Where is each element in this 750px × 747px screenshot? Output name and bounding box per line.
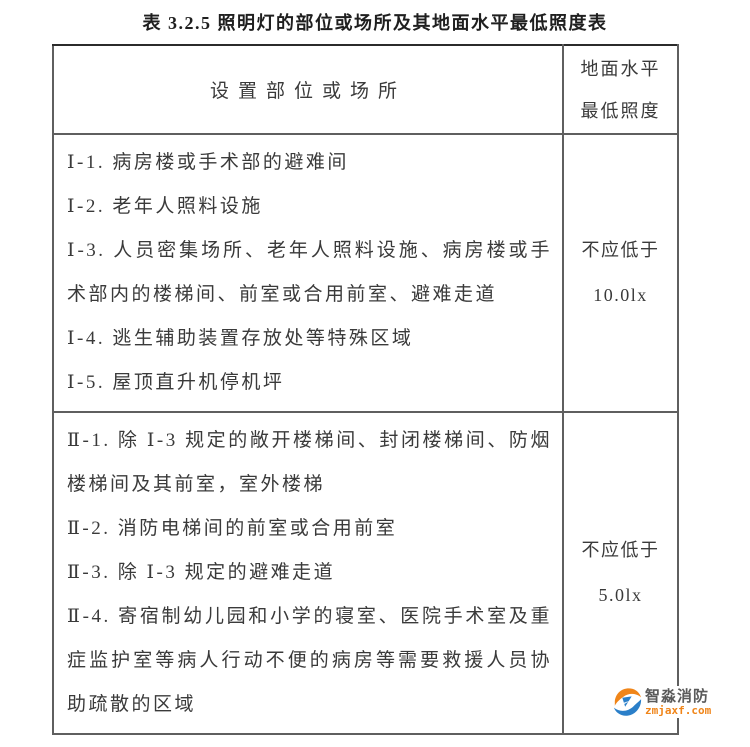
requirement-text: 不应低于 bbox=[581, 240, 660, 260]
watermark-logo-block: 智淼消防 zmjaxf.com bbox=[610, 686, 714, 718]
header-illuminance-cell: 地面水平 最低照度 bbox=[562, 44, 679, 135]
list-item: Ⅱ-3. 除 Ⅰ-3 规定的避难走道 bbox=[67, 562, 336, 583]
group-1-requirement-cell: 不应低于 10.0lx bbox=[562, 133, 679, 413]
list-item: Ⅰ-5. 屋顶直升机停机坪 bbox=[67, 372, 285, 393]
table-row-group-2: Ⅱ-1. 除 Ⅰ-3 规定的敞开楼梯间、封闭楼梯间、防烟楼梯间及其前室，室外楼梯… bbox=[52, 411, 679, 735]
list-item: Ⅱ-4. 寄宿制幼儿园和小学的寝室、医院手术室及重症监护室等病人行动不便的病房等… bbox=[67, 606, 552, 715]
illuminance-table: 设置部位或场所 地面水平 最低照度 Ⅰ-1. 病房楼或手术部的避难间 Ⅰ-2. … bbox=[52, 44, 679, 735]
header-location-label: 设置部位或场所 bbox=[209, 81, 406, 102]
list-item: Ⅰ-2. 老年人照料设施 bbox=[67, 196, 263, 217]
list-item: Ⅱ-2. 消防电梯间的前室或合用前室 bbox=[67, 518, 398, 539]
header-illuminance-line2: 最低照度 bbox=[580, 100, 661, 121]
list-item: Ⅰ-1. 病房楼或手术部的避难间 bbox=[67, 152, 349, 173]
group-1-items-cell: Ⅰ-1. 病房楼或手术部的避难间 Ⅰ-2. 老年人照料设施 Ⅰ-3. 人员密集场… bbox=[52, 133, 564, 413]
list-item: Ⅰ-4. 逃生辅助装置存放处等特殊区域 bbox=[67, 328, 414, 349]
header-location-cell: 设置部位或场所 bbox=[52, 44, 564, 135]
group-2-requirement-cell: 不应低于 5.0lx bbox=[562, 411, 679, 735]
requirement-value: 10.0lx bbox=[593, 285, 648, 305]
list-item: Ⅱ-1. 除 Ⅰ-3 规定的敞开楼梯间、封闭楼梯间、防烟楼梯间及其前室，室外楼梯 bbox=[67, 430, 552, 495]
list-item: Ⅰ-3. 人员密集场所、老年人照料设施、病房楼或手术部内的楼梯间、前室或合用前室… bbox=[67, 240, 552, 305]
header-illuminance-line1: 地面水平 bbox=[580, 58, 661, 79]
zhimiao-logo-icon bbox=[612, 687, 642, 717]
table-header-row: 设置部位或场所 地面水平 最低照度 bbox=[52, 44, 679, 135]
watermark-brand-text: 智淼消防 bbox=[645, 687, 710, 705]
table-row-group-1: Ⅰ-1. 病房楼或手术部的避难间 Ⅰ-2. 老年人照料设施 Ⅰ-3. 人员密集场… bbox=[52, 133, 679, 413]
requirement-value: 5.0lx bbox=[598, 585, 643, 605]
requirement-text: 不应低于 bbox=[581, 540, 660, 560]
group-2-items-cell: Ⅱ-1. 除 Ⅰ-3 规定的敞开楼梯间、封闭楼梯间、防烟楼梯间及其前室，室外楼梯… bbox=[52, 411, 564, 735]
watermark-domain-text: zmjaxf.com bbox=[645, 703, 712, 717]
page-title: 表 3.2.5 照明灯的部位或场所及其地面水平最低照度表 bbox=[142, 13, 608, 33]
